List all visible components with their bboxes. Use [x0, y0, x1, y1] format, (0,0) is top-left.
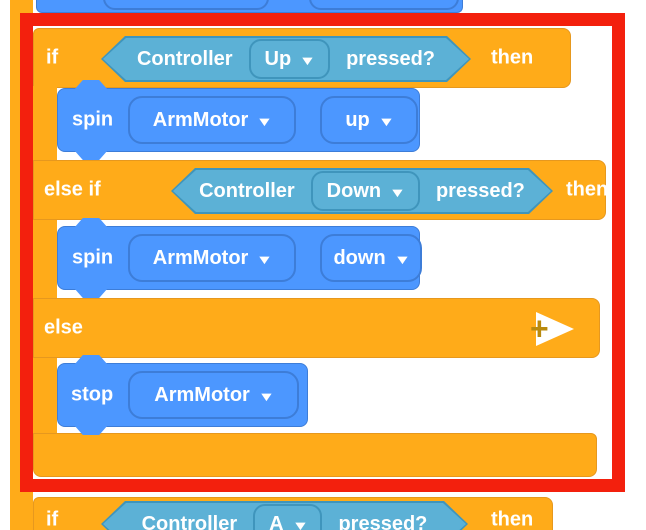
else-keyword: else: [44, 316, 83, 339]
pressed-label: pressed?: [435, 179, 525, 202]
controller-label: Controller: [199, 179, 295, 202]
dropdown-caret-icon: ▼: [256, 251, 274, 267]
block-notch-top: [74, 218, 108, 228]
stop-armmotor-block[interactable]: stop ArmMotor ▼: [57, 355, 308, 435]
controller-up-pressed-condition[interactable]: Controller Up ▼ pressed?: [101, 36, 471, 82]
spin-keyword: spin: [72, 108, 114, 131]
controller-label: Controller: [141, 512, 238, 530]
button-down-dropdown[interactable]: Down ▼: [310, 171, 420, 211]
direction-up-dropdown[interactable]: up ▼: [320, 96, 418, 144]
if-keyword: if: [46, 508, 59, 530]
spin-armmotor-up-block[interactable]: spin ArmMotor ▼ up ▼: [57, 80, 420, 160]
dropdown-caret-icon: ▼: [298, 52, 317, 68]
then-keyword: then: [566, 178, 609, 201]
controller-label: Controller: [136, 47, 233, 70]
pressed-label: pressed?: [346, 47, 436, 70]
armmotor-dropdown[interactable]: ArmMotor ▼: [128, 96, 296, 144]
block-tab-bottom: [74, 150, 108, 160]
if-block-spine[interactable]: [33, 86, 57, 435]
block-notch-top: [74, 80, 108, 90]
dropdown-caret-icon: ▼: [377, 113, 395, 129]
button-down-value: Down: [326, 179, 382, 202]
if-a-block-header[interactable]: if Controller A ▼ pressed? then: [33, 497, 553, 530]
then-keyword: then: [491, 46, 534, 69]
armmotor-value: ArmMotor: [152, 246, 249, 269]
dropdown-caret-icon: ▼: [256, 113, 274, 129]
then-keyword: then: [491, 508, 534, 530]
else-if-keyword: else if: [44, 178, 101, 201]
direction-down-value: down: [333, 246, 386, 269]
expand-else-if-button[interactable]: +: [528, 312, 574, 346]
dropdown-caret-icon: ▼: [393, 251, 411, 267]
expand-plus-icon: +: [530, 310, 549, 347]
block-tab-bottom: [74, 288, 108, 298]
button-up-dropdown[interactable]: Up ▼: [248, 39, 331, 79]
controller-down-pressed-condition[interactable]: Controller Down ▼ pressed?: [171, 168, 553, 214]
armmotor-dropdown[interactable]: ArmMotor ▼: [128, 371, 299, 419]
button-up-value: Up: [264, 47, 292, 70]
spin-armmotor-down-block[interactable]: spin ArmMotor ▼ down ▼: [57, 218, 422, 298]
controller-a-pressed-condition[interactable]: Controller A ▼ pressed?: [101, 501, 468, 530]
dropdown-caret-icon: ▼: [257, 388, 275, 404]
armmotor-value: ArmMotor: [152, 108, 249, 131]
if-keyword: if: [46, 46, 59, 69]
highlight-rectangle: [20, 13, 625, 492]
direction-down-dropdown[interactable]: down ▼: [320, 234, 422, 282]
block-notch-top: [74, 355, 108, 365]
stop-keyword: stop: [71, 383, 114, 406]
spin-keyword: spin: [72, 246, 114, 269]
button-a-value: A: [269, 512, 284, 530]
dropdown-caret-icon: ▼: [291, 517, 309, 530]
button-a-dropdown[interactable]: A ▼: [253, 504, 323, 530]
if-block-header[interactable]: if Controller Up ▼ pressed? then: [33, 28, 571, 88]
pressed-label: pressed?: [338, 512, 428, 530]
partial-dropdown-2[interactable]: [309, 0, 459, 10]
if-structure-closing-bar[interactable]: [33, 433, 597, 477]
partial-block-top[interactable]: [36, 0, 463, 13]
direction-up-value: up: [345, 108, 370, 131]
else-if-bar[interactable]: else if Controller Down ▼ pressed? then: [33, 160, 609, 220]
partial-dropdown-1[interactable]: [103, 0, 269, 10]
block-tab-bottom: [74, 425, 108, 435]
armmotor-dropdown[interactable]: ArmMotor ▼: [128, 234, 296, 282]
else-bar[interactable]: else +: [33, 298, 600, 358]
dropdown-caret-icon: ▼: [388, 184, 407, 200]
armmotor-value: ArmMotor: [154, 383, 250, 406]
